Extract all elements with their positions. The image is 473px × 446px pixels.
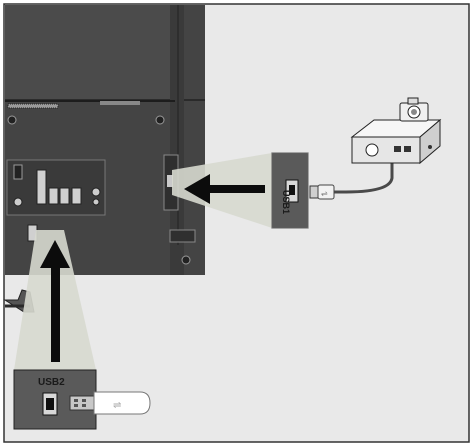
usb-plug-usb1: ⇌: [309, 150, 394, 200]
vent-strip: [8, 104, 58, 108]
arrow-to-side-usb: [184, 174, 265, 204]
usb-stick: ⇌: [69, 391, 151, 415]
tv-rear-panel: [5, 5, 205, 275]
camera-icon: [399, 97, 429, 122]
external-drive: [350, 97, 442, 165]
usb-symbol-icon: ⇌: [321, 189, 328, 198]
screw: [155, 115, 165, 125]
usb1-label: USB1: [281, 190, 291, 214]
usb-symbol-icon: ⇌: [113, 400, 121, 411]
screw: [7, 115, 17, 125]
hdmi-port: [36, 169, 47, 205]
usb2-label: USB2: [38, 377, 65, 388]
arrow-to-bottom-usb: [40, 240, 70, 362]
usb1-panel: [271, 152, 309, 229]
screw: [181, 255, 191, 265]
